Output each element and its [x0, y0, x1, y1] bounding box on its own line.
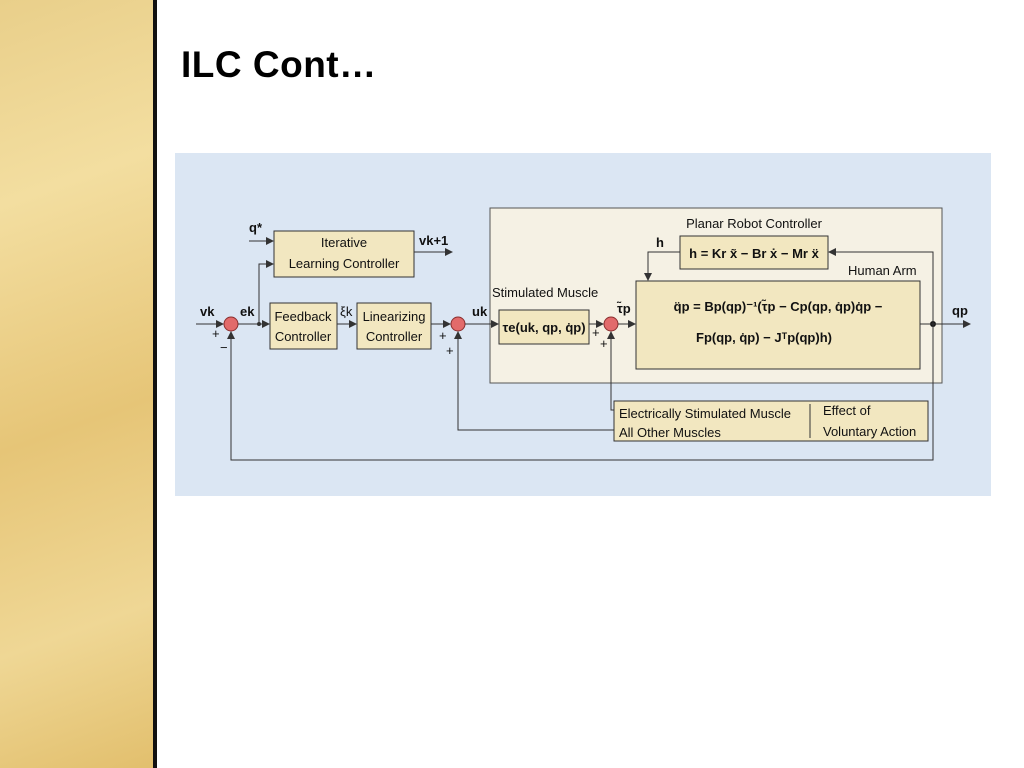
- sign-plus-vk: +: [212, 326, 220, 341]
- ilc-label-1: Iterative: [321, 235, 367, 250]
- summing-junction-error: [223, 316, 239, 332]
- sign-plus-muscle: +: [592, 325, 600, 340]
- summing-junction-torque: [603, 316, 619, 332]
- q-star-label: q*: [249, 220, 263, 235]
- linearizing-controller-block: [356, 302, 432, 350]
- planar-robot-caption: Planar Robot Controller: [686, 216, 823, 231]
- ilc-label-2: Learning Controller: [289, 256, 400, 271]
- vk1-label: vk+1: [419, 233, 448, 248]
- uk-label: uk: [472, 304, 488, 319]
- feedback-controller-block: [269, 302, 338, 350]
- linearizing-label-1: Linearizing: [363, 309, 426, 324]
- planar-equation: h = Kr x̃ − Br ẋ − Mr ẍ: [689, 246, 819, 261]
- ek-label: ek: [240, 304, 255, 319]
- disturbance-block: [613, 400, 929, 442]
- disturbance-label-2: All Other Muscles: [619, 425, 721, 440]
- linearizing-label-2: Controller: [366, 329, 423, 344]
- arm-equation-2: Fp(qp, q̇p) − Jᵀp(qp)h): [696, 330, 832, 345]
- qp-label: qp: [952, 303, 968, 318]
- ek-to-ilc-line: [258, 260, 274, 324]
- stimulated-muscle-caption: Stimulated Muscle: [492, 285, 598, 300]
- sign-minus-feedback: −: [220, 340, 228, 355]
- summing-junction-control: [450, 316, 466, 332]
- arm-equation-1: q̈p = Bp(qp)⁻¹(τ̃p − Cp(qp, q̇p)q̇p −: [674, 299, 883, 314]
- voluntary-label-2: Voluntary Action: [823, 424, 916, 439]
- qp-feedback-loop: [227, 324, 934, 461]
- muscle-disturbance-line: [454, 331, 614, 431]
- muscle-equation: τe(uk, qp, q̇p): [502, 320, 585, 335]
- decorative-sidebar: [0, 0, 153, 768]
- human-arm-dynamics-block: [635, 280, 921, 370]
- stimulated-muscle-block: [498, 309, 590, 345]
- sign-plus-voluntary: +: [600, 336, 608, 351]
- tau-label: τ̃p: [617, 301, 631, 316]
- voluntary-label-1: Effect of: [823, 403, 871, 418]
- h-feedback-line: [644, 251, 680, 281]
- slide-title: ILC Cont…: [181, 44, 377, 85]
- feedback-label-2: Controller: [275, 329, 332, 344]
- human-arm-caption: Human Arm: [848, 263, 917, 278]
- planar-robot-controller-block: [679, 235, 829, 270]
- voluntary-disturbance-line: [607, 331, 615, 411]
- sidebar-divider: [153, 0, 157, 768]
- xi-label: ξk: [340, 304, 353, 319]
- sign-plus-disturbance: +: [446, 343, 454, 358]
- ilc-block: [273, 230, 415, 278]
- sign-plus-linearizing: +: [439, 328, 447, 343]
- disturbance-label-1: Electrically Stimulated Muscle: [619, 406, 791, 421]
- vk-label: vk: [200, 304, 215, 319]
- h-label: h: [656, 235, 664, 250]
- qp-to-planar-line: [828, 248, 934, 324]
- feedback-label-1: Feedback: [274, 309, 332, 324]
